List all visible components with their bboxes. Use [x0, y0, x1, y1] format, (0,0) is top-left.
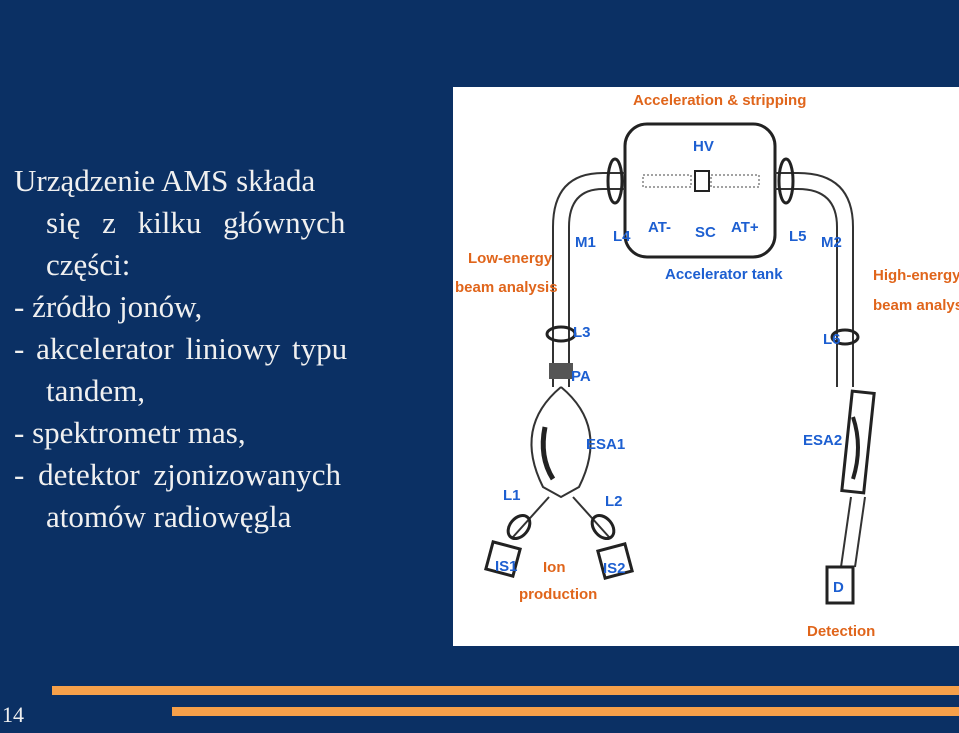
label-acceleration-stripping: Acceleration & stripping	[633, 92, 806, 109]
lens-l1	[506, 513, 532, 541]
label-sc: SC	[695, 224, 716, 241]
label-high-energy-2: beam analysis	[873, 297, 959, 314]
label-l1: L1	[503, 487, 521, 504]
label-pa: PA	[571, 368, 591, 385]
label-m2: M2	[821, 234, 842, 251]
slide-body-text: Urządzenie AMS składa się z kilku główny…	[14, 160, 444, 538]
lens-l4	[606, 157, 624, 205]
label-m1: M1	[575, 234, 596, 251]
ion-source-is1	[484, 540, 522, 578]
lens-l3	[545, 325, 577, 343]
magnet-m2	[797, 172, 854, 317]
lens-l6	[830, 328, 860, 346]
label-low-energy-2: beam analysis	[455, 279, 558, 296]
label-hv: HV	[693, 138, 714, 155]
label-ion: Ion	[543, 559, 566, 576]
stripper-canal	[694, 170, 710, 192]
detector	[825, 565, 855, 605]
text-line-5: - akcelerator liniowy typu	[14, 331, 348, 366]
text-line-7: - spektrometr mas,	[14, 415, 246, 450]
footer-accent-bar-bottom	[172, 707, 959, 716]
esa2	[840, 389, 876, 495]
label-detection: Detection	[807, 623, 875, 640]
label-l6: L6	[823, 331, 841, 348]
label-low-energy-1: Low-energy	[468, 250, 553, 267]
lens-l5	[777, 157, 795, 205]
label-is1: IS1	[495, 558, 518, 575]
text-line-1-content: Urządzenie AMS składa	[14, 163, 316, 198]
lens-l2	[590, 513, 616, 541]
ams-diagram: Acceleration & stripping HV AT- SC AT+ A…	[453, 87, 959, 646]
text-line-6: tandem,	[46, 373, 145, 408]
ion-source-is2	[596, 542, 634, 580]
label-l5: L5	[789, 228, 807, 245]
esa1	[530, 386, 592, 499]
page-number: 14	[2, 702, 24, 727]
text-line-2: się z kilku głównych	[46, 205, 346, 240]
footer-accent-bar-top	[52, 686, 959, 695]
text-line-4: - źródło jonów,	[14, 289, 203, 324]
label-l4: L4	[613, 228, 631, 245]
label-esa2: ESA2	[803, 432, 842, 449]
text-line-8: - detektor zjonizowanych	[14, 457, 342, 492]
pre-accelerator	[549, 363, 573, 379]
text-line-9: atomów radiowęgla	[46, 499, 292, 534]
label-at-minus: AT-	[648, 219, 671, 236]
magnet-m1	[552, 172, 604, 307]
label-at-plus: AT+	[731, 219, 759, 236]
label-is2: IS2	[603, 560, 626, 577]
label-d: D	[833, 579, 844, 596]
label-l2: L2	[605, 493, 623, 510]
label-high-energy-1: High-energy	[873, 267, 959, 284]
text-line-1: Urządzenie AMS składa	[14, 160, 444, 202]
label-accelerator-tank: Accelerator tank	[665, 266, 783, 283]
text-line-3: części:	[46, 247, 131, 282]
label-esa1: ESA1	[586, 436, 625, 453]
label-l3: L3	[573, 324, 591, 341]
label-production: production	[519, 586, 597, 603]
